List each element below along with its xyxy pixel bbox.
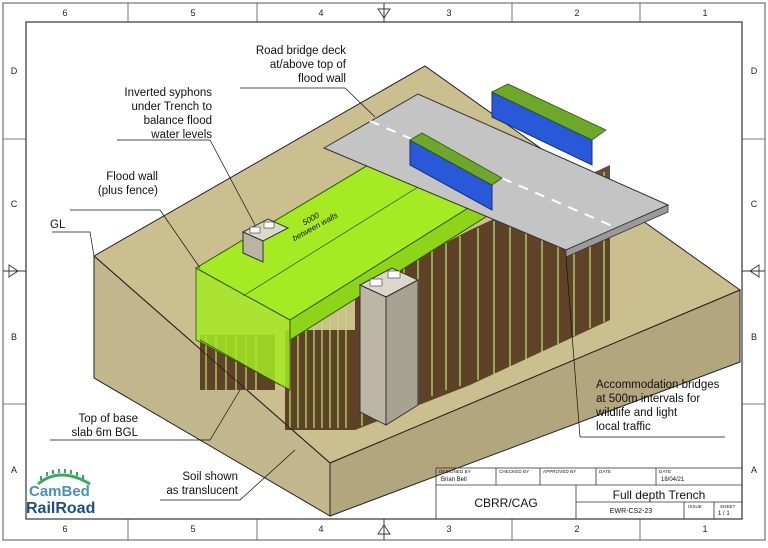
date-label: DATE [599,469,612,474]
grid-row-label: A [10,465,17,475]
grid-col-label: 5 [190,524,196,534]
grid-row-label: C [750,199,758,209]
logo-mark [37,469,91,486]
callout-top-of-base: Top of base slab 6m BGL [71,413,138,439]
grid-col-label: 2 [574,524,580,534]
leader-lines [50,87,725,501]
grid-col-label: 6 [62,524,68,534]
grid-col-label: 6 [62,8,68,18]
road-bridge [322,93,670,258]
sheet-value: 1 / 1 [718,511,730,517]
pile-wall-front [285,330,355,430]
designed-by-label: DESIGNED BY [439,469,471,474]
callout-inverted-syphons: Inverted syphons under Trench to balance… [124,87,212,141]
centring-marks [3,3,765,540]
grid-row-label: D [750,66,758,76]
syphon-boxes [241,218,420,426]
approved-by-label: APPROVED BY [543,469,577,474]
grid-col-label: 5 [190,8,196,18]
syphon-front-side [359,284,387,426]
callout-road-bridge-deck: Road bridge deck at/above top of flood w… [255,45,346,85]
org-name: CBRR/CAG [474,496,538,510]
grid-col-label: 1 [702,524,708,534]
soil-side-face [329,289,741,517]
bridge-panels [409,83,607,211]
callout-soil: Soil shown as translucent [166,471,238,497]
grid-row-label: B [750,332,757,342]
grid-row-label: B [10,332,17,342]
grid-col-label: 3 [446,524,452,534]
date-label-2: DATE [659,469,672,474]
syphon-front-side-2 [385,279,419,426]
grid-row-label: D [10,66,18,76]
grid-row-label: C [10,199,18,209]
grid-col-label: 3 [446,8,452,18]
drawing-title: Full depth Trench [612,488,706,502]
checked-by-label: CHECKED BY [499,469,530,474]
grid-col-label: 4 [318,524,324,534]
logo-line-1: CamBed [29,483,90,500]
grid-col-label: 2 [574,8,580,18]
title-block-frame [435,467,743,520]
logo-line-2: RailRoad [26,500,96,517]
grid-col-label: 1 [702,8,708,18]
callout-accommodation-bridges: Accommodation bridges at 500m intervals … [596,379,720,433]
callout-flood-wall: Flood wall (plus fence) [97,171,158,197]
callout-gl: GL [50,219,66,231]
designed-by-value: Brian Bell [441,477,467,483]
grid-col-label: 4 [318,8,324,18]
syphon-left-side [242,231,264,263]
date-value: 18/04/21 [661,477,685,483]
sheet-label: SHEET [720,504,736,509]
drawing-number: EWR-CS2-23 [609,508,653,515]
issue-label: ISSUE [688,504,703,509]
grid-row-label: A [750,465,757,475]
